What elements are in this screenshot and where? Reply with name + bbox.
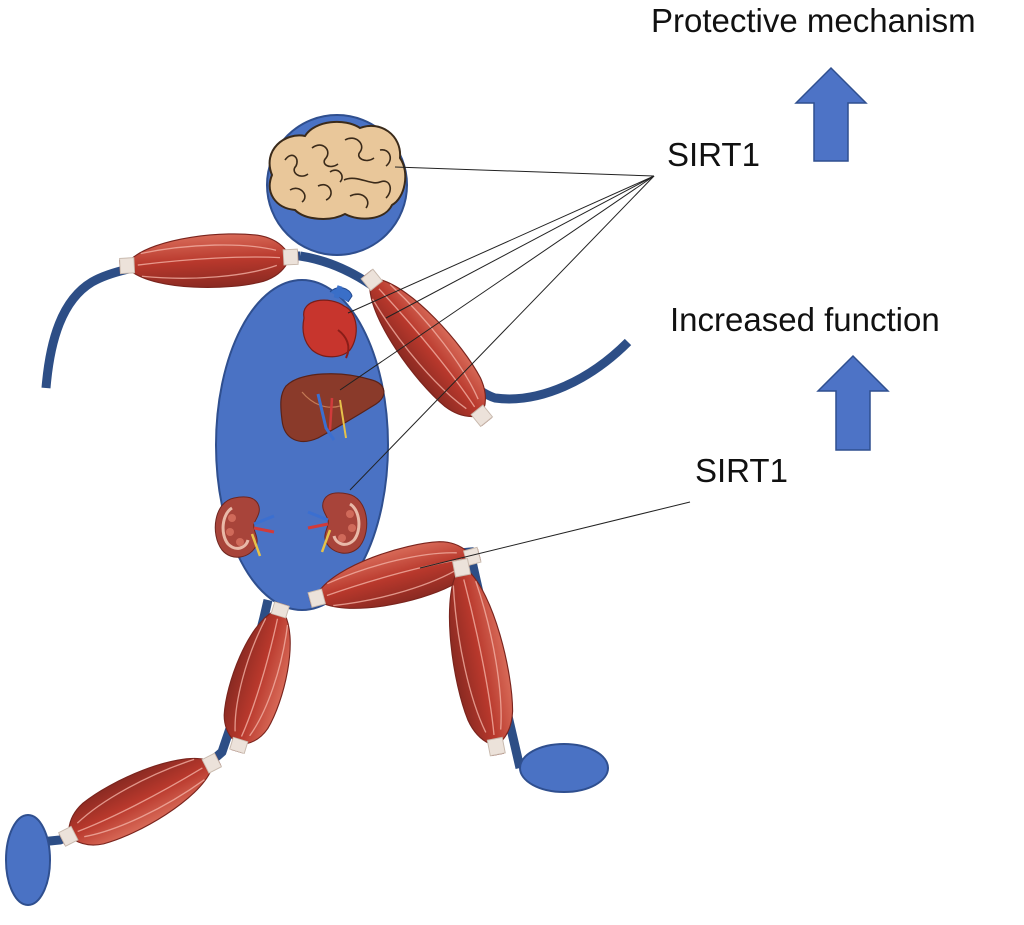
protective-mechanism-label: Protective mechanism (651, 2, 976, 39)
brain-icon (268, 120, 407, 220)
left-foot (5, 814, 51, 906)
right-foot (519, 743, 609, 793)
sirt1-label-lower: SIRT1 (695, 452, 788, 489)
sirt1-label-upper: SIRT1 (667, 136, 760, 173)
torso (215, 279, 389, 611)
up-arrow-icon (816, 354, 890, 451)
sirt1-pointer-line-lower (419, 501, 691, 569)
increased-function-label: Increased function (670, 301, 940, 338)
liver-icon (280, 373, 385, 442)
heart-icon (302, 285, 357, 359)
sirt1-pointer-lines-upper (339, 166, 655, 491)
up-arrow-icon (794, 66, 868, 162)
